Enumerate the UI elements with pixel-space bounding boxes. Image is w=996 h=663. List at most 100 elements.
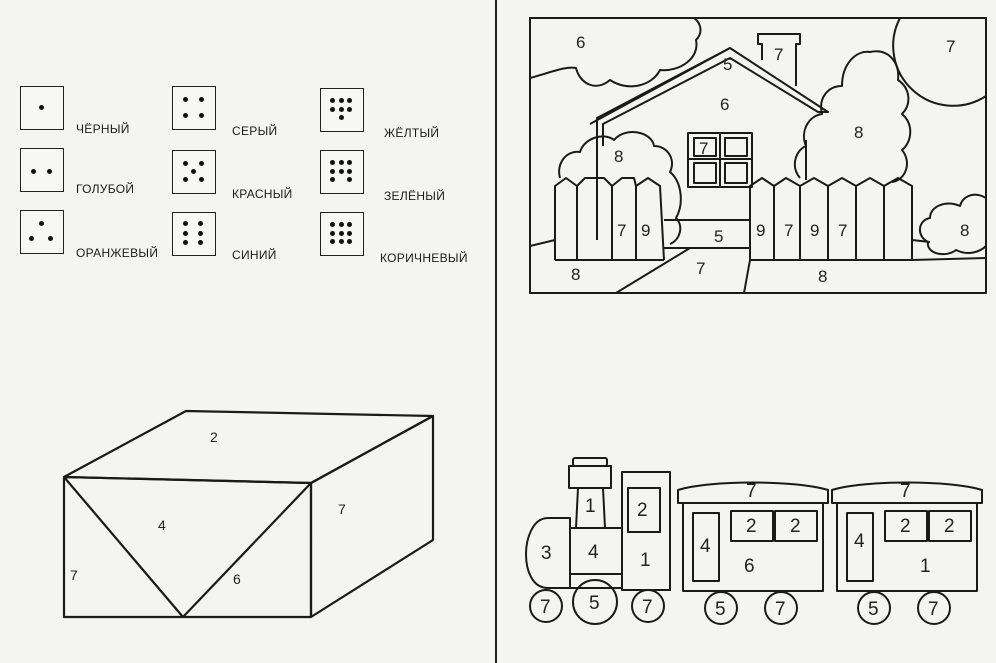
wheel-big-number: 5 xyxy=(589,593,600,614)
wall-number: 6 xyxy=(720,95,729,114)
path-number: 7 xyxy=(696,259,705,278)
die-pip xyxy=(197,230,203,236)
roof-shape xyxy=(596,47,829,146)
fence-left xyxy=(554,177,665,261)
die-6-dots xyxy=(172,212,216,256)
die-pip xyxy=(329,221,335,227)
legend-color-label: ЖЁЛТЫЙ xyxy=(384,126,440,140)
legend-color-label: КРАСНЫЙ xyxy=(232,187,293,201)
stack-number: 1 xyxy=(585,496,596,517)
die-7-dots xyxy=(320,88,364,132)
die-pip xyxy=(347,106,353,112)
chimney-number: 7 xyxy=(774,45,783,64)
box-top-number: 2 xyxy=(210,429,218,445)
car2-wheel-right xyxy=(917,591,951,625)
car1-window-b xyxy=(774,510,818,542)
box-right-number: 6 xyxy=(233,571,241,587)
car1-window-number: 2 xyxy=(790,516,801,537)
box-front xyxy=(62,475,313,619)
chimney-shape xyxy=(757,33,801,86)
sun-shape xyxy=(892,17,987,107)
die-pip xyxy=(38,221,44,227)
car2-roof-number: 7 xyxy=(900,481,911,502)
legend-color-label: СИНИЙ xyxy=(232,248,277,262)
fence-right-number: 9 xyxy=(756,221,765,240)
fence-right-number: 7 xyxy=(784,221,793,240)
window-pane xyxy=(693,137,717,157)
walkway xyxy=(615,219,751,294)
box-diagonal-left xyxy=(63,476,184,618)
cloud-shape xyxy=(529,17,702,88)
car2-roof xyxy=(831,481,983,504)
car2-window-number: 2 xyxy=(944,516,955,537)
die-4-dots xyxy=(172,86,216,130)
box-left-number: 7 xyxy=(70,567,78,583)
car1-roof-number: 7 xyxy=(746,481,757,502)
car2-window-a xyxy=(884,510,928,542)
box-side-number: 7 xyxy=(338,501,346,517)
loco-wheel-left xyxy=(529,589,563,623)
bush-right xyxy=(919,193,987,256)
cab-window xyxy=(627,487,661,533)
car1-window-number: 2 xyxy=(746,516,757,537)
gable-number: 5 xyxy=(723,55,732,74)
grass-right-number: 8 xyxy=(818,267,827,286)
die-pip xyxy=(329,168,335,174)
house-frame xyxy=(529,17,987,294)
car2-body-number: 1 xyxy=(920,556,931,577)
die-2-dots xyxy=(20,148,64,192)
house-scene xyxy=(529,17,987,294)
die-pip xyxy=(29,235,35,241)
car1-body xyxy=(682,502,824,592)
car1-body-number: 6 xyxy=(744,556,755,577)
boiler-number: 4 xyxy=(588,542,599,563)
stack-neck xyxy=(568,465,612,489)
die-pip xyxy=(46,168,52,174)
window-number: 7 xyxy=(699,139,708,158)
fence-right xyxy=(749,177,913,261)
cab-window-number: 2 xyxy=(637,500,648,521)
fence-left-number: 7 xyxy=(617,221,626,240)
bush-left xyxy=(558,131,682,245)
die-pip xyxy=(30,168,36,174)
boiler-front-number: 3 xyxy=(541,543,552,564)
die-pip xyxy=(338,239,344,245)
die-pip xyxy=(329,230,335,236)
bush-left-number: 8 xyxy=(614,147,623,166)
die-3-dots xyxy=(20,210,64,254)
car2-wheel-number: 7 xyxy=(928,599,939,620)
die-pip xyxy=(338,230,344,236)
die-pip xyxy=(338,221,344,227)
box-triangle-number: 4 xyxy=(158,517,166,533)
path-top-number: 5 xyxy=(714,227,723,246)
legend-color-label: ЧЁРНЫЙ xyxy=(76,122,130,136)
die-pip xyxy=(347,230,353,236)
grass-left-number: 8 xyxy=(571,265,580,284)
car1-wheel-number: 5 xyxy=(715,599,726,620)
box-figure xyxy=(62,409,435,619)
window-pane xyxy=(724,162,748,184)
cloud-number: 6 xyxy=(576,33,585,52)
die-pip xyxy=(329,106,335,112)
car1-door-number: 4 xyxy=(700,536,711,557)
die-pip xyxy=(329,97,335,103)
die-pip xyxy=(329,177,335,183)
boiler-front xyxy=(525,517,571,589)
fence-left-number: 9 xyxy=(641,221,650,240)
die-9-dots xyxy=(320,212,364,256)
legend-color-label: КОРИЧНЕВЫЙ xyxy=(380,251,468,265)
car1-window-a xyxy=(730,510,774,542)
die-pip xyxy=(347,177,353,183)
die-pip xyxy=(198,96,204,102)
car2-window-number: 2 xyxy=(900,516,911,537)
die-pip xyxy=(197,220,203,226)
tree-shape xyxy=(793,50,912,183)
bush-right-number: 8 xyxy=(960,221,969,240)
ground-line xyxy=(529,239,987,261)
train-figure xyxy=(525,457,983,625)
die-pip xyxy=(182,160,188,166)
die-pip xyxy=(338,97,344,103)
wheel-right-number: 7 xyxy=(642,597,653,618)
roof-outer xyxy=(589,47,731,125)
